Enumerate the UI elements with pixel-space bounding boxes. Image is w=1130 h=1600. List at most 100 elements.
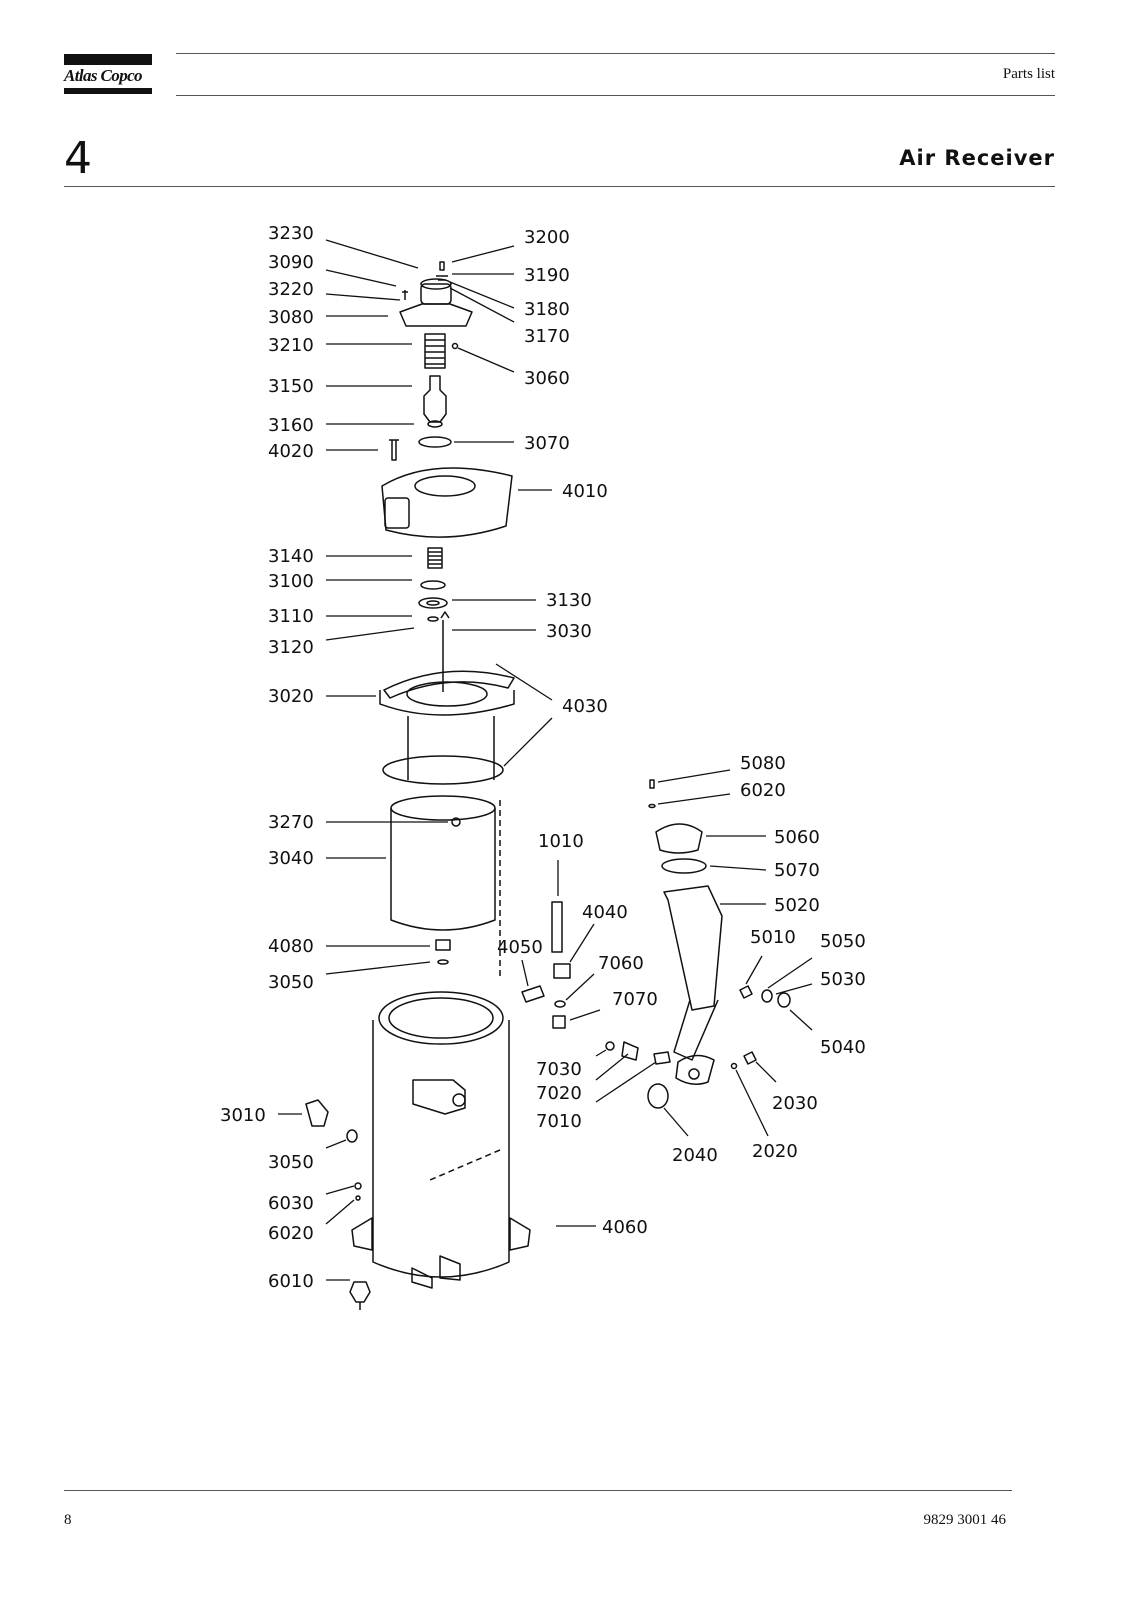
footer-rule (64, 1490, 1012, 1491)
seal-2020 (730, 1062, 738, 1070)
callout-3120: 3120 (268, 637, 314, 658)
callout-4020: 4020 (268, 441, 314, 462)
callout-3110: 3110 (268, 606, 314, 627)
leader-6020 (325, 1199, 355, 1225)
callout-6020-top: 6020 (740, 780, 786, 801)
callout-4050: 4050 (497, 937, 543, 958)
tank-boss-port (452, 1093, 466, 1107)
o-ring-5070 (661, 858, 707, 874)
parts-drawing (305, 261, 791, 1310)
callout-3190: 3190 (524, 265, 570, 286)
receiver-cover (381, 467, 513, 538)
callout-6010: 6010 (268, 1271, 314, 1292)
seal-7060 (554, 1000, 566, 1008)
seal-3050 (437, 959, 449, 965)
header-label: Parts list (1002, 66, 1055, 82)
callout-3230: 3230 (268, 223, 314, 244)
leader-3200 (451, 245, 515, 263)
callout-7060: 7060 (598, 953, 644, 974)
separator-body (407, 716, 495, 780)
callout-3180: 3180 (524, 299, 570, 320)
tank-feet (351, 1217, 531, 1289)
leader-3090 (325, 269, 397, 287)
element-body (390, 808, 496, 931)
tank-boss (412, 1079, 466, 1115)
piston-o-ring (427, 420, 443, 428)
cover-port (414, 475, 476, 497)
tee-4040 (553, 963, 571, 979)
leader-3220 (325, 293, 401, 301)
leader-2030 (755, 1061, 777, 1083)
callout-3060: 3060 (524, 368, 570, 389)
leader-5080 (657, 769, 731, 783)
assembly-dashed-line (429, 800, 501, 1181)
leader-3050 (325, 961, 431, 975)
washer-6020 (355, 1195, 361, 1201)
leader-5050 (767, 957, 813, 989)
valve-3010 (305, 1099, 329, 1127)
seal-5030 (761, 989, 773, 1003)
cover-outlet (384, 497, 410, 529)
callout-3100: 3100 (268, 571, 314, 592)
callout-5010: 5010 (750, 927, 796, 948)
logo-wordmark: Atlas Copco (64, 66, 143, 85)
nut-7030 (605, 1041, 615, 1051)
callout-4010: 4010 (562, 481, 608, 502)
leader-7070 (569, 1009, 601, 1021)
nut-5040 (777, 992, 791, 1008)
nut-6030 (354, 1182, 362, 1190)
element-plug (451, 817, 461, 827)
callout-3210: 3210 (268, 335, 314, 356)
housing-flange-hole (688, 1068, 700, 1080)
callout-3220: 3220 (268, 279, 314, 300)
cap-5060 (655, 823, 703, 854)
nipple-4050 (521, 985, 545, 1003)
callout-3020: 3020 (268, 686, 314, 707)
separator-rim (383, 670, 515, 699)
callout-3050-side: 3050 (268, 1152, 314, 1173)
leader-6030 (325, 1185, 355, 1195)
section-title: Air Receiver (899, 146, 1055, 170)
callout-7030: 7030 (536, 1059, 582, 1080)
callout-4030: 4030 (562, 696, 608, 717)
valve-spring (424, 333, 446, 369)
fitting-7010 (653, 1051, 671, 1065)
leader-3050-side (325, 1139, 347, 1149)
nipple-4080 (435, 939, 451, 951)
header-rule-top (176, 53, 1055, 54)
callout-3130: 3130 (546, 590, 592, 611)
document-number: 9829 3001 46 (923, 1512, 1007, 1528)
leader-7060 (565, 973, 595, 1001)
washer-3130-hole (426, 600, 440, 606)
callout-3170: 3170 (524, 326, 570, 347)
leader-7030 (595, 1049, 607, 1057)
element-top (390, 795, 496, 821)
leader-2040 (663, 1107, 689, 1137)
callout-3140: 3140 (268, 546, 314, 567)
callout-3080: 3080 (268, 307, 314, 328)
valve-cap-top (420, 278, 452, 290)
callout-7020: 7020 (536, 1083, 582, 1104)
callout-2020: 2020 (752, 1141, 798, 1162)
large-o-ring (418, 436, 452, 448)
callout-labels: 3230 3090 3220 3080 3210 3150 3160 4020 … (220, 223, 866, 1292)
tube-3030 (440, 611, 450, 692)
small-ball (451, 342, 459, 350)
callout-3160: 3160 (268, 415, 314, 436)
callout-3270: 3270 (268, 812, 314, 833)
disc-3100 (420, 580, 446, 590)
safety-valve (551, 901, 563, 953)
separator-flange (379, 690, 515, 716)
leader-3180 (449, 281, 515, 309)
section-number: 4 (64, 133, 92, 184)
leader-4030-b (503, 717, 553, 767)
spring-3140 (427, 547, 443, 569)
plug-2030 (743, 1051, 757, 1065)
tank-top-ring (378, 991, 504, 1045)
callout-5020: 5020 (774, 895, 820, 916)
tank-top-opening (388, 997, 494, 1039)
leader-7010 (595, 1061, 657, 1103)
header-rule-bottom (176, 95, 1055, 96)
leader-5030 (775, 983, 813, 995)
logo-bar-bottom (64, 88, 152, 94)
